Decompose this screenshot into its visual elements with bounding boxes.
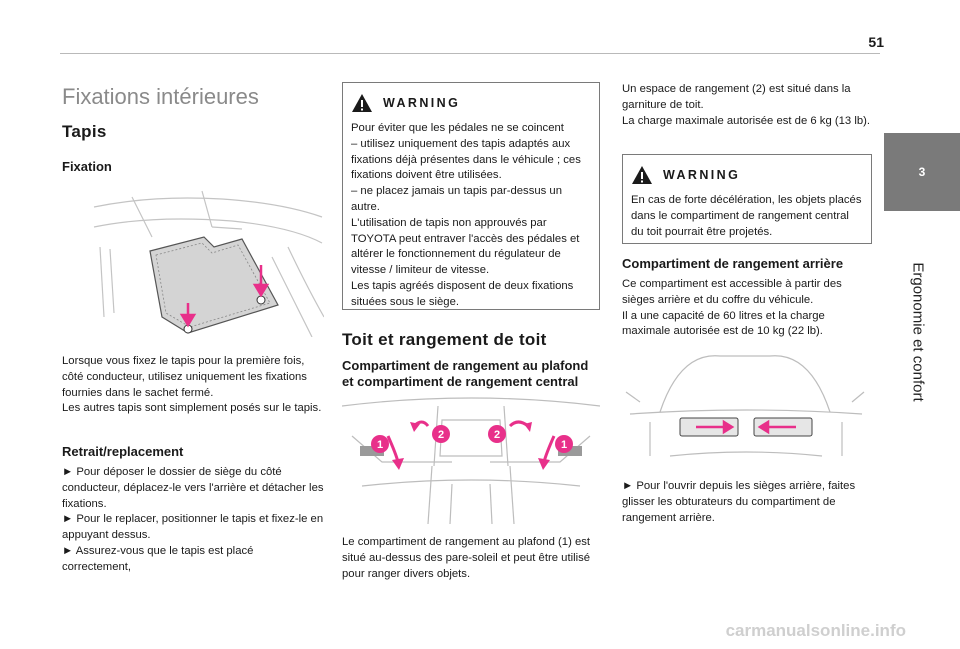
fixation-text: Lorsque vous fixez le tapis pour la prem…: [62, 355, 322, 415]
warning-box-roof: WARNING En cas de forte décélération, le…: [622, 154, 872, 244]
subsection-fixation: Fixation: [62, 159, 112, 174]
ceiling-caption: Le compartiment de rangement au plafond …: [342, 536, 591, 580]
top-divider: [60, 53, 880, 54]
callout-1-right: 1: [561, 439, 567, 451]
warning-box-mats: WARNING Pour éviter que les pédales ne s…: [342, 82, 600, 310]
warning-title: WARNING: [663, 168, 741, 182]
rear-open-text: ► Pour l'ouvrir depuis les sièges arrièr…: [622, 480, 856, 524]
warning-title: WARNING: [383, 96, 461, 110]
ceiling-storage-illustration: 1 2 2 1: [342, 396, 600, 526]
rear-storage-text: Ce compartiment est accessible à partir …: [622, 278, 842, 338]
chapter-tab-label: Ergonomie et confort: [909, 262, 927, 402]
callout-2-left: 2: [438, 429, 444, 441]
callout-1-left: 1: [377, 439, 383, 451]
subsection-arriere: Compartiment de rangement arrière: [622, 256, 844, 271]
page-number: 51: [868, 34, 884, 50]
warning-text: Pour éviter que les pédales ne se coince…: [351, 122, 581, 308]
chapter-tab-number[interactable]: 3: [884, 133, 960, 211]
section-toit: Toit et rangement de toit: [342, 330, 547, 349]
rear-storage-illustration: [620, 352, 872, 462]
roof-storage-text: Un espace de rangement (2) est situé dan…: [622, 83, 871, 127]
watermark: carmanualsonline.info: [725, 621, 906, 640]
warning-triangle-icon: [352, 94, 372, 112]
page-title: Fixations intérieures: [62, 84, 259, 109]
section-tapis: Tapis: [62, 122, 107, 141]
floor-mat-illustration: [92, 187, 324, 337]
warning-text: En cas de forte décélération, les objets…: [631, 194, 862, 238]
subsection-retrait: Retrait/replacement: [62, 444, 184, 459]
retrait-text: ► Pour déposer le dossier de siège du cô…: [62, 466, 324, 573]
callout-2-right: 2: [494, 429, 500, 441]
subsection-plafond: Compartiment de rangement au plafond et …: [342, 358, 589, 389]
warning-triangle-icon: [632, 166, 652, 184]
